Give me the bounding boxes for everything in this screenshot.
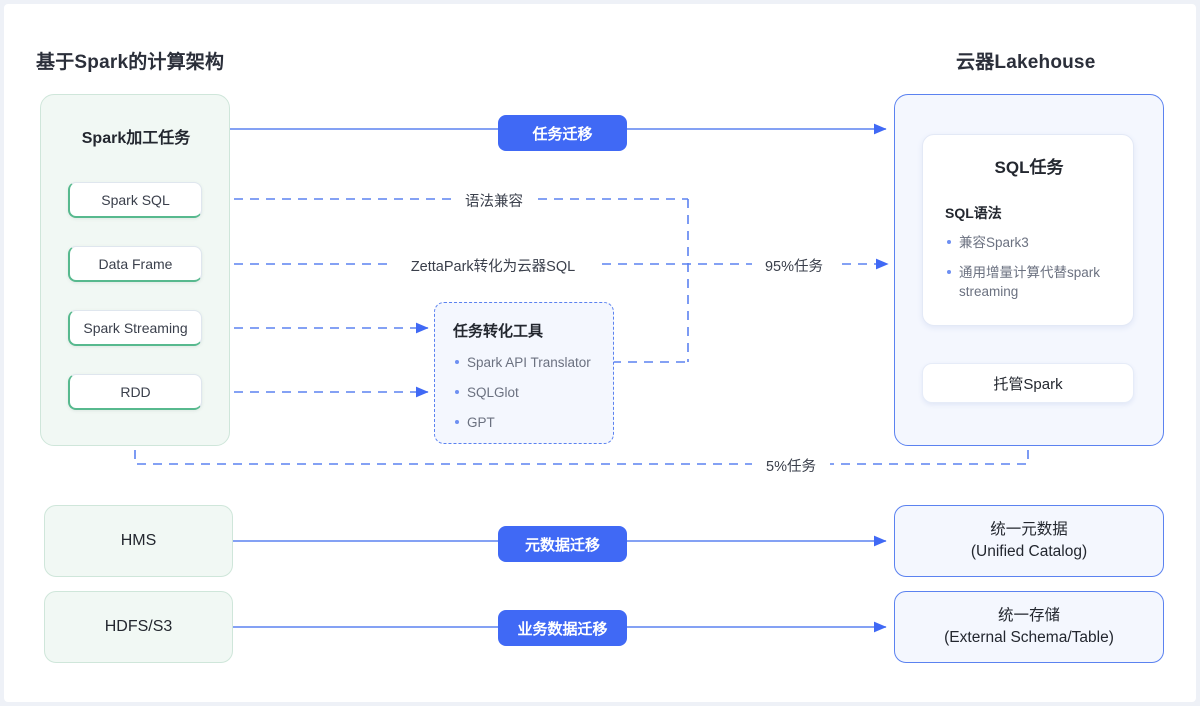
- hms-label: HMS: [120, 532, 157, 549]
- unified-catalog-line2: (Unified Catalog): [970, 543, 1088, 560]
- left-section-title: 基于Spark的计算架构: [36, 52, 225, 73]
- list-item: 兼容Spark3: [945, 233, 1123, 252]
- badge-business-data-migration[interactable]: 业务数据迁移: [498, 610, 627, 646]
- managed-spark-label: 托管Spark: [993, 375, 1063, 393]
- spark-jobs-panel-title: Spark加工任务: [81, 130, 191, 147]
- managed-spark-chip[interactable]: 托管Spark: [922, 363, 1134, 403]
- list-item: 通用增量计算代替spark streaming: [945, 263, 1123, 301]
- edge-label-5-percent: 5%任务: [752, 454, 830, 476]
- component-data-frame-label: Data Frame: [98, 255, 173, 272]
- component-spark-streaming-label: Spark Streaming: [83, 319, 188, 336]
- right-section-title: 云器Lakehouse: [956, 52, 1096, 73]
- component-rdd-label: RDD: [120, 383, 151, 400]
- diagram-canvas: 基于Spark的计算架构 云器Lakehouse Spark加工任务 Spark…: [4, 4, 1196, 702]
- conversion-tool-list: Spark API Translator SQLGlot GPT: [453, 353, 603, 443]
- hdfs-s3-label: HDFS/S3: [104, 618, 173, 635]
- unified-catalog-line1: 统一元数据: [990, 521, 1068, 538]
- component-spark-streaming[interactable]: Spark Streaming: [68, 310, 202, 346]
- component-rdd[interactable]: RDD: [68, 374, 202, 410]
- edge-label-syntax-compat: 语法兼容: [452, 189, 536, 211]
- unified-catalog-box: 统一元数据 (Unified Catalog): [894, 505, 1164, 577]
- component-spark-sql[interactable]: Spark SQL: [68, 182, 202, 218]
- hms-box: HMS: [44, 505, 233, 577]
- sql-task-card: SQL任务 SQL语法 兼容Spark3 通用增量计算代替spark strea…: [922, 134, 1134, 326]
- badge-metadata-migration-label: 元数据迁移: [524, 536, 600, 554]
- edge-label-95-percent: 95%任务: [752, 254, 836, 276]
- hdfs-s3-box: HDFS/S3: [44, 591, 233, 663]
- conversion-tool-box: 任务转化工具 Spark API Translator SQLGlot GPT: [434, 302, 614, 444]
- list-item: Spark API Translator: [453, 353, 603, 372]
- component-spark-sql-label: Spark SQL: [101, 191, 170, 208]
- sql-syntax-list: 兼容Spark3 通用增量计算代替spark streaming: [945, 233, 1123, 312]
- list-item: SQLGlot: [453, 383, 603, 402]
- unified-storage-box: 统一存储 (External Schema/Table): [894, 591, 1164, 663]
- badge-task-migration-label: 任务迁移: [532, 125, 593, 143]
- unified-storage-line1: 统一存储: [997, 607, 1060, 624]
- badge-metadata-migration[interactable]: 元数据迁移: [498, 526, 627, 562]
- edge-label-zettapark: ZettaPark转化为云器SQL: [387, 254, 599, 276]
- badge-task-migration[interactable]: 任务迁移: [498, 115, 627, 151]
- conversion-tool-title: 任务转化工具: [453, 323, 544, 340]
- unified-storage-line2: (External Schema/Table): [944, 629, 1114, 646]
- badge-business-data-migration-label: 业务数据迁移: [517, 620, 608, 638]
- list-item: GPT: [453, 413, 603, 432]
- sql-task-card-title: SQL任务: [994, 158, 1064, 177]
- sql-syntax-subtitle: SQL语法: [945, 205, 1002, 221]
- component-data-frame[interactable]: Data Frame: [68, 246, 202, 282]
